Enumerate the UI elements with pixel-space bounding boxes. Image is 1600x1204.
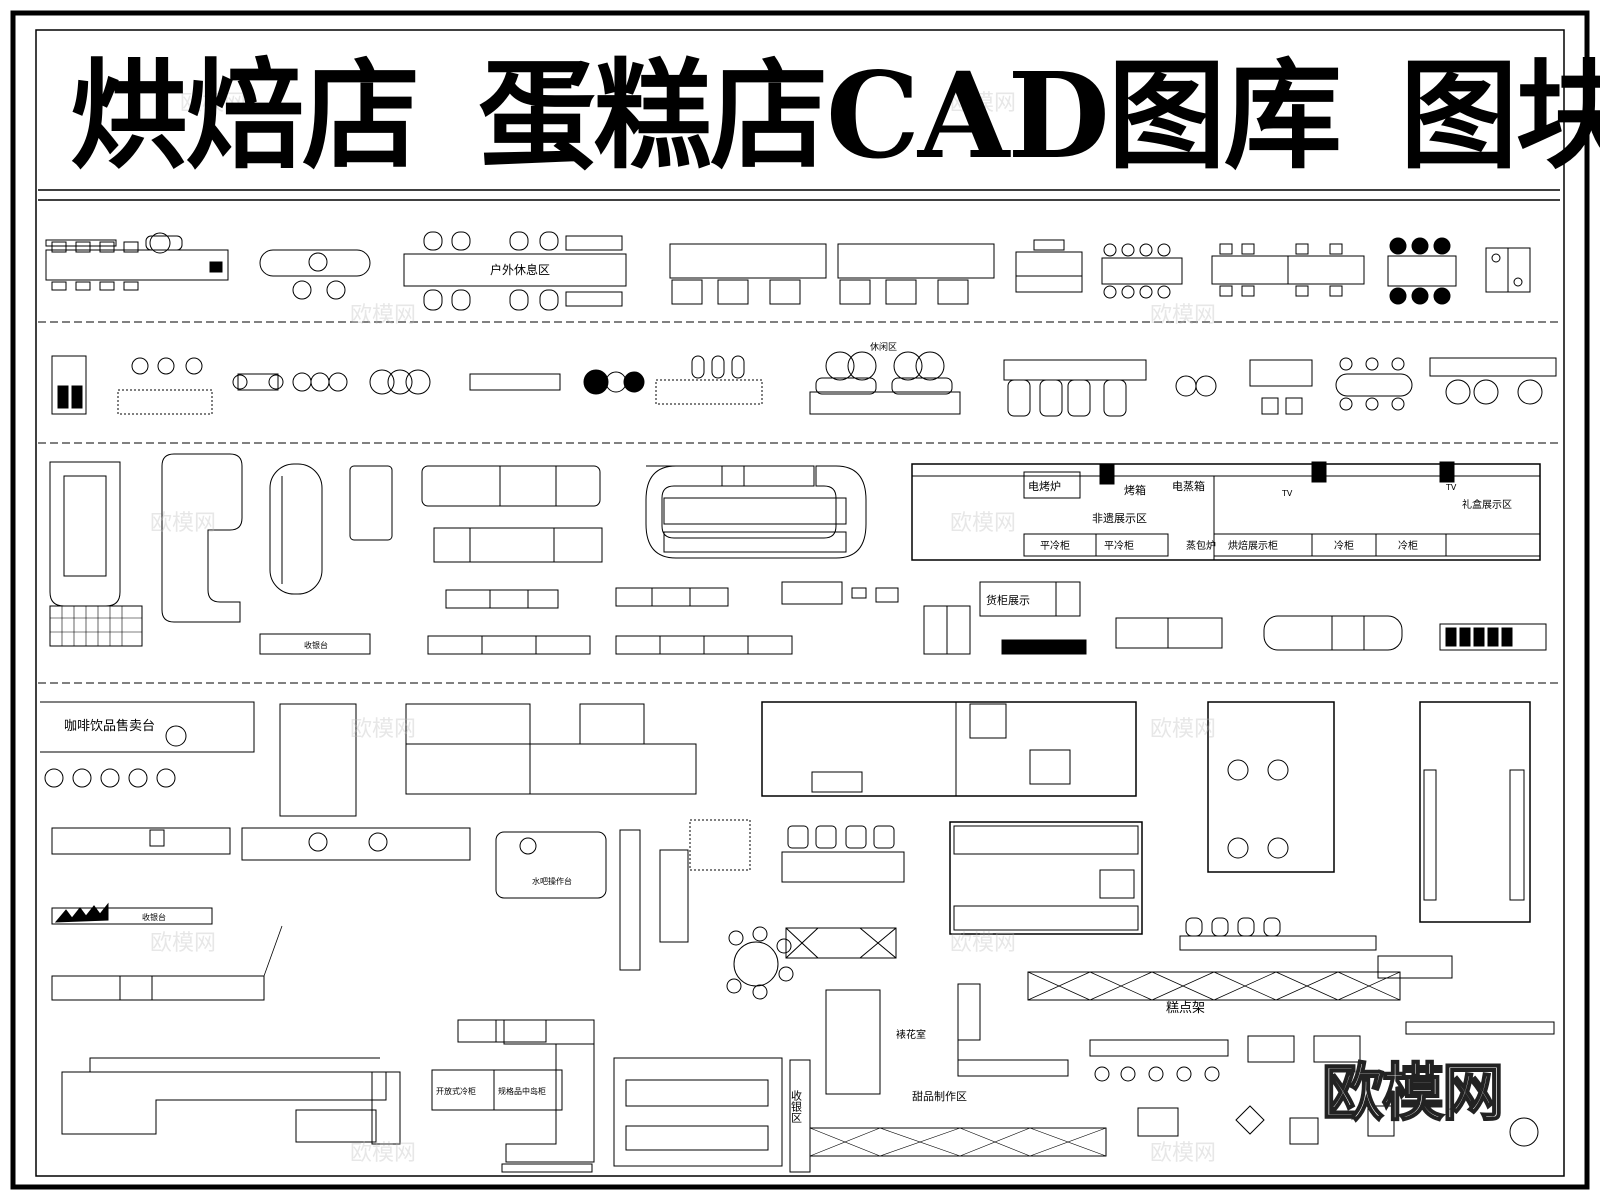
non-bake-display-label: 非遗展示区 bbox=[1092, 511, 1147, 525]
gift-display-label: 礼盒展示区 bbox=[1462, 498, 1512, 511]
coffee-counter-label: 咖啡饮品售卖台 bbox=[64, 718, 155, 734]
watermark-7: 欧模网 bbox=[350, 717, 416, 742]
oven-label: 烤箱 bbox=[1124, 483, 1146, 497]
tv-label-1: TV bbox=[1281, 489, 1293, 498]
cold-cabinet-label-1: 冷柜 bbox=[1334, 539, 1354, 552]
dessert-area-label: 甜品制作区 bbox=[912, 1090, 967, 1103]
watermark-4: 欧模网 bbox=[1150, 303, 1216, 328]
watermark-2: 欧模网 bbox=[950, 91, 1016, 116]
tv-label-2: TV bbox=[1445, 483, 1457, 492]
outdoor-rest-table bbox=[403, 253, 627, 287]
brand-logo: 欧模网 bbox=[1321, 1055, 1505, 1130]
watermark-10: 欧模网 bbox=[950, 931, 1016, 956]
watermark-11: 欧模网 bbox=[350, 1141, 416, 1166]
pastry-rack-label: 糕点架 bbox=[1166, 1001, 1205, 1016]
row4-blocks: 咖啡饮品售卖台 收银台 水吧操作台 bbox=[40, 701, 1555, 1173]
sheet-title: 烘焙店蛋糕店CAD图库图块 bbox=[40, 36, 1600, 196]
watermark-6: 欧模网 bbox=[950, 511, 1016, 536]
vertical-cabinet-label: 规格品中岛柜 bbox=[498, 1086, 546, 1096]
watermark-8: 欧模网 bbox=[1150, 717, 1216, 742]
title-part-2: 蛋糕店CAD图库 bbox=[478, 46, 1342, 185]
cashier-label-2: 收银台 bbox=[142, 912, 166, 922]
row2-blocks: 休闲区 bbox=[51, 341, 1557, 417]
open-cold-label: 开放式冷柜 bbox=[436, 1086, 476, 1096]
title-part-1: 烘焙店 bbox=[70, 46, 420, 185]
watermark-9: 欧模网 bbox=[150, 931, 216, 956]
watermarks: 欧模网 欧模网 欧模网 欧模网 欧模网 欧模网 欧模网 欧模网 欧模网 欧模网 … bbox=[150, 91, 1216, 1166]
steamer-label: 电蒸箱 bbox=[1172, 479, 1205, 493]
decoration-room-label: 裱花室 bbox=[896, 1028, 926, 1041]
bake-display-label: 烘焙展示柜 bbox=[1228, 539, 1278, 552]
cashier-area-label: 收银区 bbox=[790, 1089, 803, 1123]
title-part-3: 图块 bbox=[1399, 46, 1600, 185]
flat-fridge-label-2: 平冷柜 bbox=[1104, 539, 1134, 552]
cashier-label-1: 收银台 bbox=[304, 640, 328, 650]
flat-fridge-label-1: 平冷柜 bbox=[1040, 539, 1070, 552]
goods-display-label: 货柜展示 bbox=[986, 593, 1030, 607]
watermark-3: 欧模网 bbox=[350, 303, 416, 328]
outdoor-rest-label: 户外休息区 bbox=[490, 262, 550, 277]
steam-bun-label: 蒸包炉 bbox=[1186, 539, 1216, 552]
row3-blocks: 收银台 电烤炉 烤箱 电蒸箱 非遗展示区 平冷柜 平冷柜 蒸包炉 烘焙展示柜 冷… bbox=[49, 453, 1547, 655]
water-bar-label: 水吧操作台 bbox=[532, 876, 572, 886]
rest-area-label: 休闲区 bbox=[870, 341, 897, 353]
outer-frame bbox=[10, 10, 1590, 1190]
electric-oven-label: 电烤炉 bbox=[1028, 479, 1061, 493]
watermark-1: 欧模网 bbox=[180, 91, 246, 116]
watermark-5: 欧模网 bbox=[150, 511, 216, 536]
row1-blocks: 户外休息区 bbox=[45, 231, 1531, 311]
inner-frame bbox=[35, 29, 1565, 1177]
bakery-plan bbox=[911, 463, 1541, 561]
watermark-12: 欧模网 bbox=[1150, 1141, 1216, 1166]
cold-cabinet-label-2: 冷柜 bbox=[1398, 539, 1418, 552]
